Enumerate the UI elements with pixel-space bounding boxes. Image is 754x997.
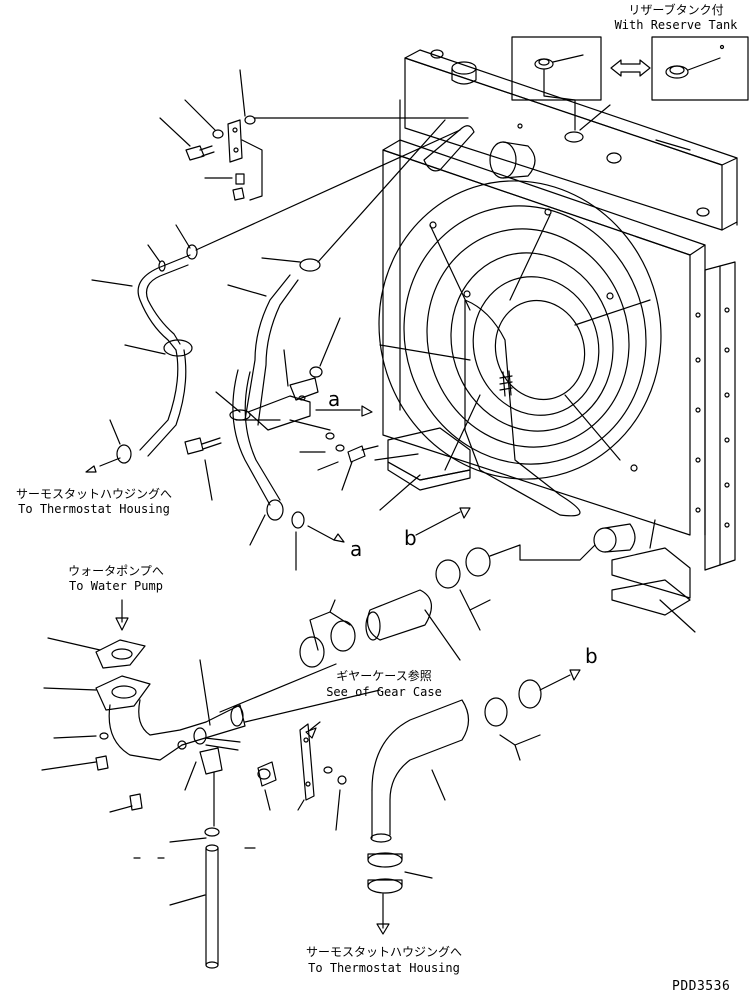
gear-case-label-jp: ギヤーケース参照 [336,669,432,683]
thermostat-lower-label-jp: サーモスタットハウジングへ [305,945,463,959]
thermostat-upper-label-jp: サーモスタットハウジングへ [15,487,173,501]
fan-guard [378,180,662,517]
reserve-tank-detail [511,36,749,131]
drawing-code: PDD3536 [672,979,731,994]
thermostat-upper-label-en: To Thermostat Housing [18,502,170,516]
lower-connections [299,544,596,935]
reserve-tank-label-en: With Reserve Tank [614,18,738,32]
reference-b-left: b [404,526,417,550]
bracket-hardware [159,69,469,201]
thermostat-lower-label-en: To Thermostat Housing [308,961,460,975]
reference-a-lower: a [350,537,363,561]
reference-b-right: b [585,644,598,668]
middle-hose [184,119,471,571]
reserve-tank-label-jp: リザーブタンク付 [628,3,724,17]
water-pump-label-en: To Water Pump [69,579,163,593]
water-pump-pipe [41,599,381,969]
upper-hose [85,129,461,473]
gear-case-label-en: See of Gear Case [326,685,442,699]
water-pump-label-jp: ウォータポンプへ [68,564,164,578]
reference-a-upper: a [328,387,341,411]
callout-leaders [235,104,696,633]
radiator [382,49,738,616]
